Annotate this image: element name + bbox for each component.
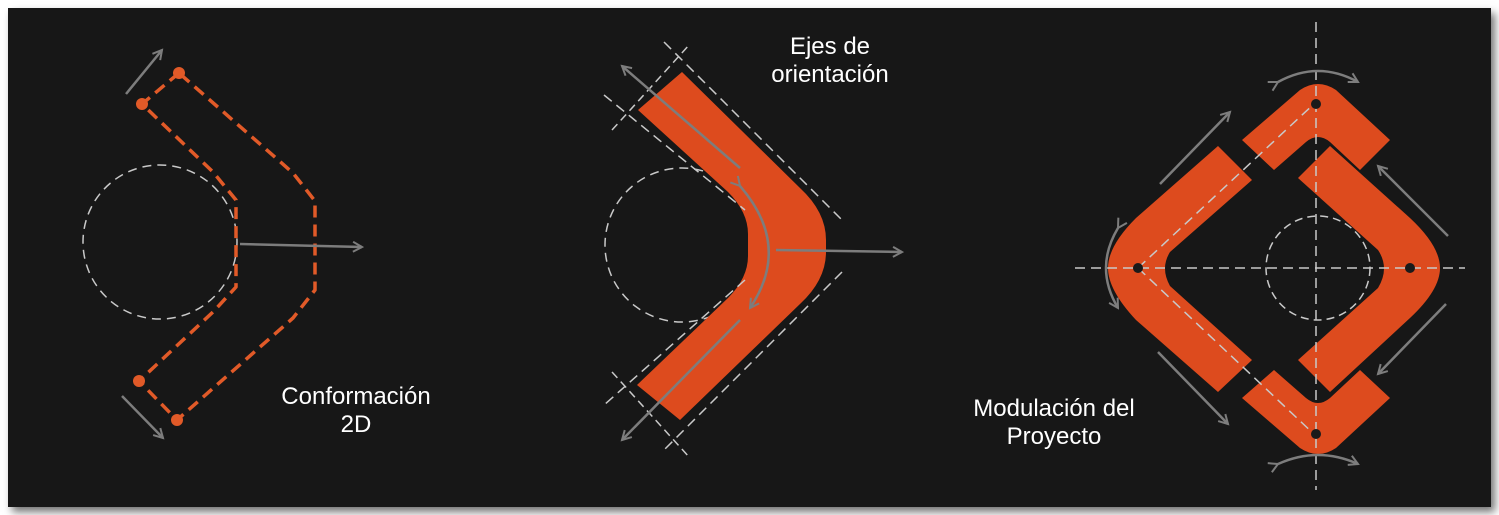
dashed-diagonal	[1137, 101, 1317, 269]
arrow-up-right	[125, 50, 162, 95]
rotation-arc-arrow	[740, 186, 770, 308]
pivot-marker	[1311, 429, 1321, 439]
label-line: Proyecto	[1006, 423, 1102, 450]
module-right	[1298, 146, 1440, 392]
label-line: 2D	[340, 411, 372, 438]
dashed-circle-guide	[1265, 215, 1371, 321]
label-modulacion-del-proyecto: Modulación del Proyecto	[960, 395, 1148, 451]
label-line: Conformación	[281, 383, 431, 410]
corner-dot	[173, 67, 185, 79]
dashed-axis	[663, 271, 843, 451]
pivot-marker	[1405, 263, 1415, 273]
arrow-right	[775, 250, 902, 252]
arrow-down-right	[1157, 351, 1228, 424]
dashed-tick	[611, 43, 691, 131]
panel-conformacion	[82, 50, 362, 438]
corner-dot	[136, 98, 148, 110]
label-line: orientación	[771, 61, 889, 88]
solid-chevron	[637, 72, 826, 420]
dashed-circle-guide	[82, 164, 238, 320]
arrow-right	[239, 244, 362, 247]
rotation-arc-bottom	[1278, 453, 1358, 464]
label-line: Modulación del	[973, 395, 1135, 422]
dashed-tick	[611, 371, 691, 459]
dashed-chevron-outline	[137, 71, 317, 422]
arrow-down-left	[622, 319, 741, 440]
panel-ejes	[603, 41, 902, 459]
label-ejes-de-orientacion: Ejes de orientación	[760, 33, 900, 89]
module-left	[1108, 146, 1252, 392]
label-line: Ejes de	[789, 33, 871, 60]
corner-dot	[133, 375, 145, 387]
rotation-arc-left	[1104, 228, 1118, 308]
dashed-axis	[663, 41, 843, 221]
panel-modulacion	[1075, 22, 1465, 490]
dashed-axis	[603, 94, 746, 211]
pivot-marker	[1311, 99, 1321, 109]
arrow-up-left	[1378, 166, 1449, 237]
corner-dot	[171, 414, 183, 426]
arrow-down-left	[1378, 303, 1447, 374]
dashed-diagonal	[1137, 267, 1317, 437]
arrow-down-right	[121, 395, 163, 438]
arrow-up-right	[1159, 112, 1230, 185]
label-conformacion-2d: Conformación 2D	[268, 383, 444, 439]
rotation-arc-top	[1278, 69, 1358, 82]
pivot-marker	[1133, 263, 1143, 273]
arrow-up-left	[622, 66, 741, 169]
